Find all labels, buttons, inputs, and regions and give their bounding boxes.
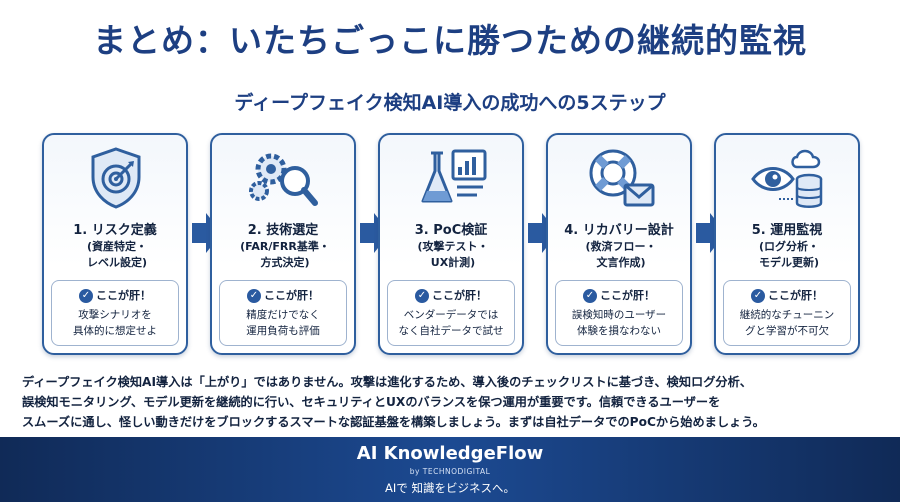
step-sub: (救済フロー・文言作成) xyxy=(585,240,657,269)
tip-box: ✓ここが肝！ ベンダーデータではなく自社データで試せ xyxy=(387,280,515,346)
step-sub: (資産特定・レベル設定) xyxy=(86,240,148,269)
arrow-right-icon xyxy=(192,211,222,255)
tip-box: ✓ここが肝！ 継続的なチューニングと学習が不可欠 xyxy=(723,280,851,346)
step-name: 5. 運用監視 xyxy=(751,223,823,238)
step-name: 1. リスク定義 xyxy=(73,223,157,238)
steps-row: 1. リスク定義 (資産特定・レベル設定) ✓ここが肝！ 攻撃シナリオを具体的に… xyxy=(42,133,862,355)
tip-label: ここが肝！ xyxy=(96,289,151,302)
check-icon: ✓ xyxy=(415,289,429,303)
check-icon: ✓ xyxy=(79,289,93,303)
arrow-right-icon xyxy=(696,211,726,255)
check-icon: ✓ xyxy=(751,289,765,303)
tip-text: 精度だけでなく運用負荷も評価 xyxy=(246,309,320,337)
shield-target-icon xyxy=(77,145,155,211)
tip-text: 攻撃シナリオを具体的に想定せよ xyxy=(73,309,157,337)
step-sub: (攻撃テスト・UX計測) xyxy=(417,240,489,269)
flask-chart-icon xyxy=(413,145,491,211)
step-card-2: 2. 技術選定 (FAR/FRR基準・方式決定) ✓ここが肝！ 精度だけでなく運… xyxy=(210,133,356,355)
tip-box: ✓ここが肝！ 精度だけでなく運用負荷も評価 xyxy=(219,280,347,346)
summary-line: 誤検知モニタリング、モデル更新を継続的に行い、セキュリティとUXのバランスを保つ… xyxy=(22,395,721,409)
tip-box: ✓ここが肝！ 攻撃シナリオを具体的に想定せよ xyxy=(51,280,179,346)
step-card-5: 5. 運用監視 (ログ分析・モデル更新) ✓ここが肝！ 継続的なチューニングと学… xyxy=(714,133,860,355)
arrow-right-icon xyxy=(528,211,558,255)
brand-byline: by TECHNODIGITAL xyxy=(409,467,491,476)
tip-label: ここが肝！ xyxy=(264,289,319,302)
lifebuoy-mail-icon xyxy=(581,145,659,211)
arrow-right-icon xyxy=(360,211,390,255)
step-card-1: 1. リスク定義 (資産特定・レベル設定) ✓ここが肝！ 攻撃シナリオを具体的に… xyxy=(42,133,188,355)
step-name: 2. 技術選定 xyxy=(247,223,319,238)
footer-banner: AI KnowledgeFlow by TECHNODIGITAL AIで 知識… xyxy=(0,437,900,502)
page-subtitle: ディープフェイク検知AI導入の成功への5ステップ xyxy=(234,92,666,114)
tip-box: ✓ここが肝！ 誤検知時のユーザー体験を損なわない xyxy=(555,280,683,346)
eye-database-icon xyxy=(749,145,827,211)
check-icon: ✓ xyxy=(583,289,597,303)
step-name: 4. リカバリー設計 xyxy=(564,223,674,238)
step-sub: (ログ分析・モデル更新) xyxy=(758,240,820,269)
tip-label: ここが肝！ xyxy=(600,289,655,302)
tip-text: 誤検知時のユーザー体験を損なわない xyxy=(571,309,667,337)
tip-label: ここが肝！ xyxy=(768,289,823,302)
page-title: まとめ：いたちごっこに勝つための継続的監視 xyxy=(93,21,807,60)
step-sub: (FAR/FRR基準・方式決定) xyxy=(240,240,330,269)
step-card-3: 3. PoC検証 (攻撃テスト・UX計測) ✓ここが肝！ ベンダーデータではなく… xyxy=(378,133,524,355)
check-icon: ✓ xyxy=(247,289,261,303)
gears-magnifier-icon xyxy=(245,145,323,211)
tip-label: ここが肝！ xyxy=(432,289,487,302)
tip-text: ベンダーデータではなく自社データで試せ xyxy=(398,309,504,337)
tip-text: 継続的なチューニングと学習が不可欠 xyxy=(739,309,835,337)
step-card-4: 4. リカバリー設計 (救済フロー・文言作成) ✓ここが肝！ 誤検知時のユーザー… xyxy=(546,133,692,355)
summary-line: スムーズに通し、怪しい動きだけをブロックするスマートな認証基盤を構築しましょう。… xyxy=(22,415,765,429)
step-name: 3. PoC検証 xyxy=(414,223,488,238)
summary-line: ディープフェイク検知AI導入は「上がり」ではありません。攻撃は進化するため、導入… xyxy=(22,375,752,389)
brand-name: AI KnowledgeFlow xyxy=(356,443,544,464)
brand-slogan: AIで 知識をビジネスへ。 xyxy=(385,481,515,495)
summary-paragraph: ディープフェイク検知AI導入は「上がり」ではありません。攻撃は進化するため、導入… xyxy=(22,372,882,432)
